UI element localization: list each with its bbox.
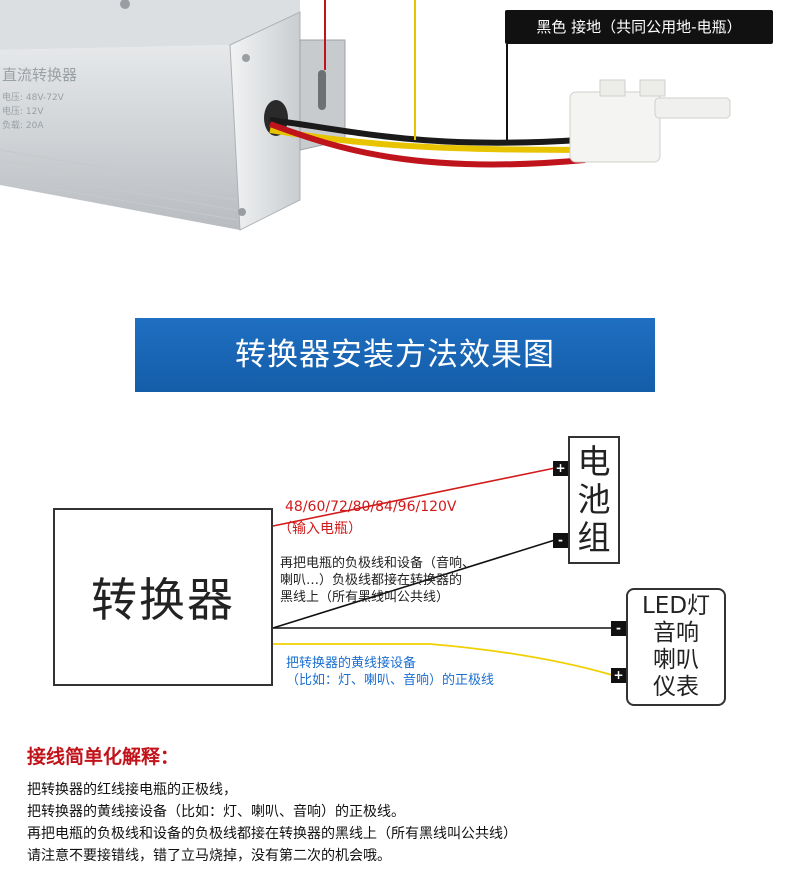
wire-connector <box>569 79 731 163</box>
black-wire-note-line: 喇叭…）负极线都接在转换器的 <box>280 573 463 588</box>
yellow-wire-note-line: 把转换器的黄线接设备 <box>286 656 417 671</box>
section-banner: 转换器安装方法效果图 <box>135 318 655 392</box>
module-label-line: 电压: 48V-72V <box>2 91 65 103</box>
explanation-line: 把转换器的黄线接设备（比如：灯、喇叭、音响）的正极线。 <box>27 804 405 820</box>
device-line: 音响 <box>653 620 699 646</box>
battery-char: 组 <box>577 518 611 557</box>
input-label: （输入电瓶） <box>278 521 362 537</box>
battery-minus-terminal: - <box>553 533 568 548</box>
explanation-line: 请注意不要接错线，错了立马烧掉，没有第二次的机会哦。 <box>27 848 391 864</box>
yellow-wire-line <box>273 643 613 676</box>
red-wire <box>268 121 586 168</box>
yellow-wire-note-line: （比如：灯、喇叭、音响）的正极线 <box>286 673 495 688</box>
explanation-line: 再把电瓶的负极线和设备的负极线都接在转换器的黑线上（所有黑线叫公共线） <box>27 826 517 842</box>
device-line: 喇叭 <box>653 647 699 673</box>
device-minus-terminal: - <box>611 621 626 636</box>
wiring-diagram-lines <box>272 467 613 676</box>
battery-char: 电 <box>577 442 611 481</box>
voltage-label: 48/60/72/80/84/96/120V <box>285 499 457 515</box>
module-label-line: 电压: 12V <box>2 105 44 117</box>
ground-wire-label: 黑色 接地（共同公用地-电瓶） <box>505 10 773 44</box>
red-wire-line <box>272 467 556 527</box>
battery-char: 池 <box>577 480 611 519</box>
converter-label: 转换器 <box>91 573 235 627</box>
black-wire-note-line: 再把电瓶的负极线和设备（音响、 <box>280 556 476 571</box>
black-wire <box>269 117 581 146</box>
device-line: 仪表 <box>653 674 699 700</box>
battery-plus-terminal: + <box>553 461 568 476</box>
device-plus-terminal: + <box>611 668 626 683</box>
converter-product-photo: 直流转换器 电压: 48V-72V 电压: 12V 负载: 20A <box>0 0 731 231</box>
explanation-title: 接线简单化解释： <box>27 746 180 768</box>
battery-box: 电 池 组 <box>568 436 620 564</box>
device-box: LED灯 音响 喇叭 仪表 <box>626 588 726 706</box>
device-line: LED灯 <box>641 593 711 619</box>
module-label-line: 负载: 20A <box>2 119 44 131</box>
black-wire-note-line: 黑线上（所有黑线叫公共线） <box>280 590 450 605</box>
explanation-line: 把转换器的红线接电瓶的正极线， <box>27 782 237 798</box>
black-wire-to-battery-line <box>272 539 556 629</box>
converter-box: 转换器 <box>53 508 273 686</box>
module-label-title: 直流转换器 <box>2 66 77 84</box>
